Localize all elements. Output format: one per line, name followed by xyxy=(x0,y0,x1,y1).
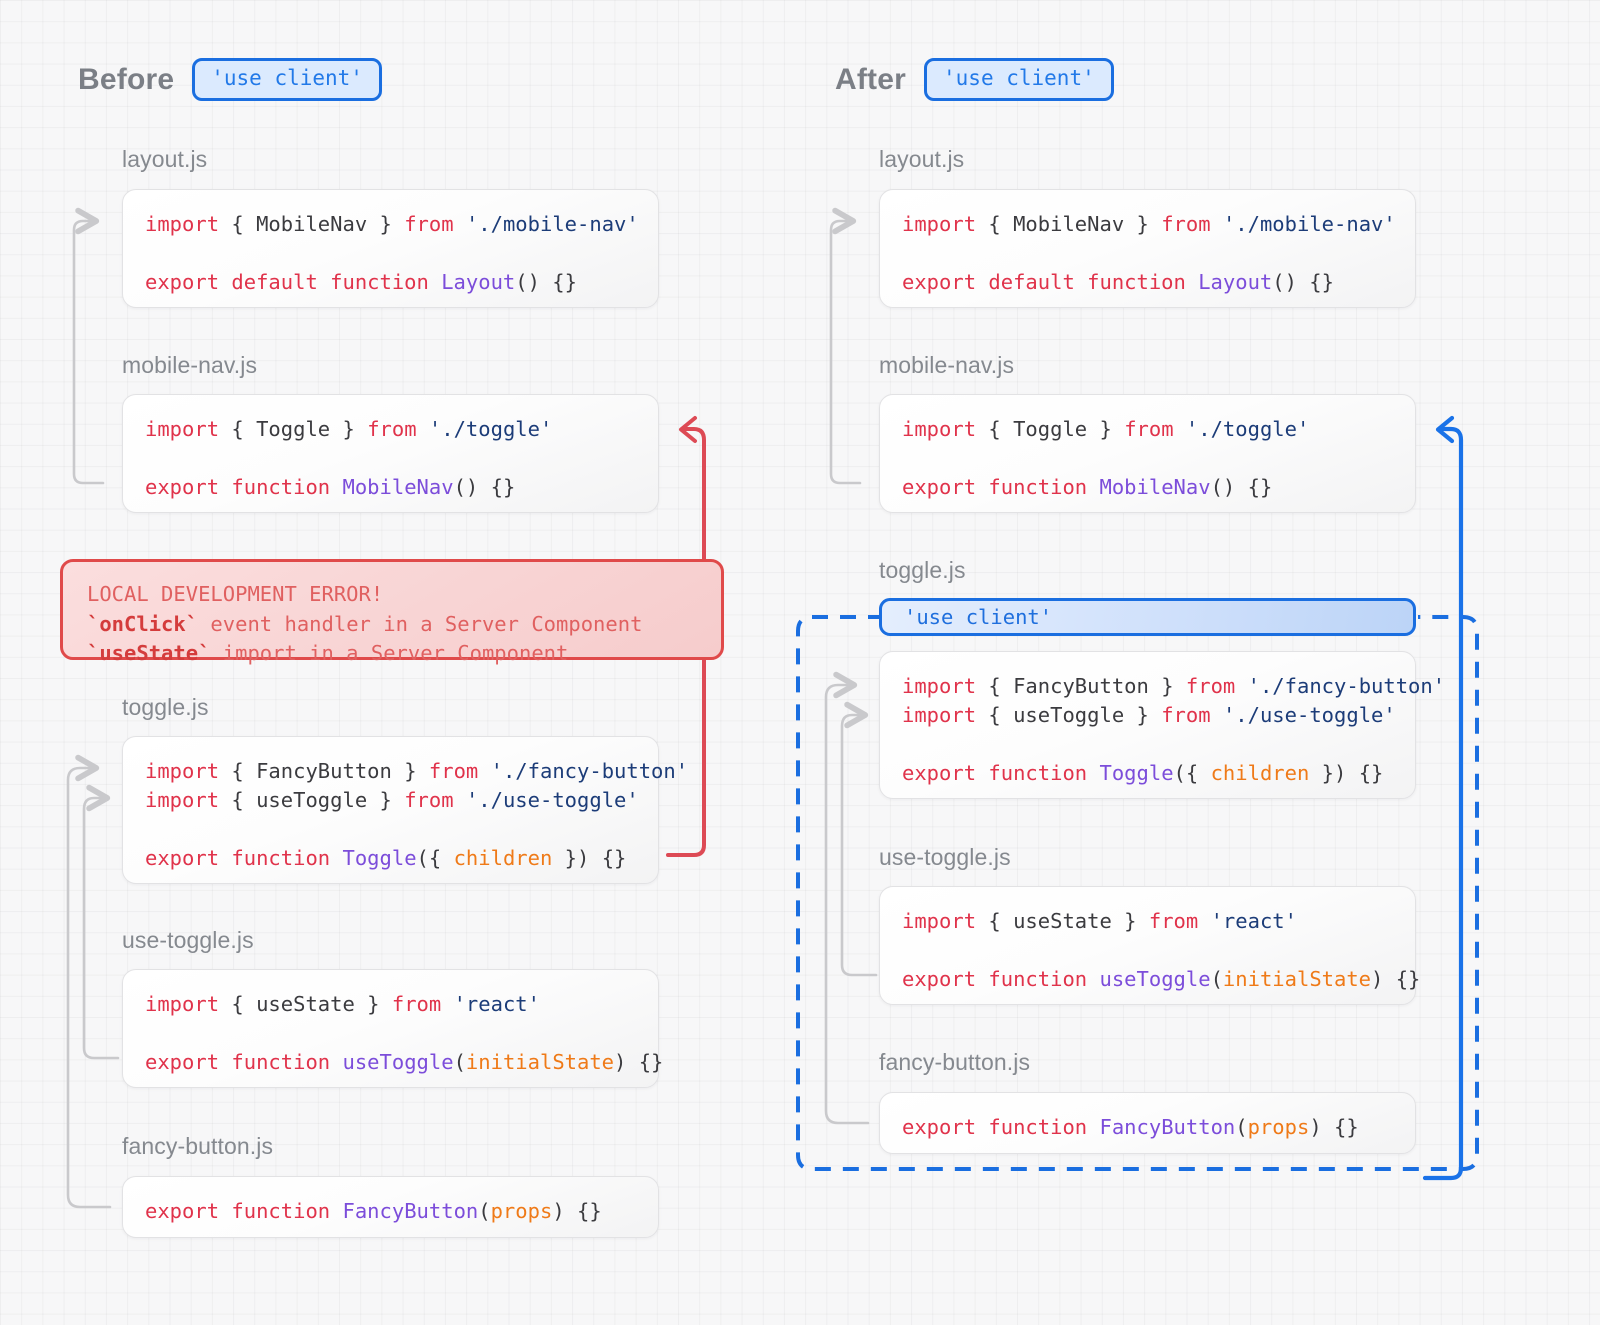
before-header: Before 'use client' xyxy=(78,58,382,101)
error-text: LOCAL DEVELOPMENT ERROR! `onClick` event … xyxy=(87,580,697,669)
code-card-fancy-button-before: export function FancyButton(props) {} xyxy=(122,1176,659,1238)
connector-right-toggle-usetoggle xyxy=(840,701,878,977)
file-label-toggle-after: toggle.js xyxy=(879,557,966,583)
code-block: export function FancyButton(props) {} xyxy=(902,1115,1359,1139)
client-import-arrow-blue xyxy=(1422,415,1464,1181)
code-card-fancy-button-after: export function FancyButton(props) {} xyxy=(879,1092,1416,1154)
after-title: After xyxy=(835,62,907,96)
file-label-use-toggle-before: use-toggle.js xyxy=(122,927,254,953)
file-label-toggle-before: toggle.js xyxy=(122,694,209,720)
before-title: Before xyxy=(78,62,175,96)
code-card-mobile-nav-after: import { Toggle } from './toggle'export … xyxy=(879,394,1416,513)
code-block: import { MobileNav } from './mobile-nav'… xyxy=(145,212,639,294)
code-block: import { useState } from 'react'export f… xyxy=(145,992,664,1074)
error-line-3: `useState` import in a Server Component xyxy=(87,641,569,665)
code-block: import { MobileNav } from './mobile-nav'… xyxy=(902,212,1396,294)
file-label-fancy-button-after: fancy-button.js xyxy=(879,1049,1031,1075)
file-label-layout-after: layout.js xyxy=(879,146,965,172)
code-card-layout-after: import { MobileNav } from './mobile-nav'… xyxy=(879,189,1416,308)
file-label-use-toggle-after: use-toggle.js xyxy=(879,844,1011,870)
code-card-use-toggle-before: import { useState } from 'react'export f… xyxy=(122,969,664,1088)
file-label-mobile-nav-after: mobile-nav.js xyxy=(879,352,1015,378)
code-block: import { FancyButton } from './fancy-but… xyxy=(902,674,1446,785)
file-label-fancy-button-before: fancy-button.js xyxy=(122,1133,274,1159)
file-label-mobile-nav-before: mobile-nav.js xyxy=(122,352,258,378)
code-card-use-toggle-after: import { useState } from 'react'export f… xyxy=(879,886,1421,1005)
code-block: import { FancyButton } from './fancy-but… xyxy=(145,759,689,870)
code-card-toggle-after: import { FancyButton } from './fancy-but… xyxy=(879,651,1446,799)
connector-left-layout xyxy=(72,207,105,485)
use-client-directive-banner: 'use client' xyxy=(879,598,1416,636)
connector-left-toggle-usetoggle xyxy=(82,784,120,1060)
after-header: After 'use client' xyxy=(835,58,1114,101)
error-heading: LOCAL DEVELOPMENT ERROR! xyxy=(87,582,384,606)
code-block: import { Toggle } from './toggle'export … xyxy=(902,417,1310,499)
error-line-2: `onClick` event handler in a Server Comp… xyxy=(87,611,643,636)
connector-right-toggle-fancybutton xyxy=(824,671,870,1125)
code-card-toggle-before: import { FancyButton } from './fancy-but… xyxy=(122,736,689,884)
connector-right-layout xyxy=(829,207,862,485)
connector-left-toggle-fancybutton xyxy=(66,754,112,1209)
use-client-directive-text: 'use client' xyxy=(904,604,1053,629)
local-development-error-box: LOCAL DEVELOPMENT ERROR! `onClick` event … xyxy=(60,559,724,665)
code-block: import { useState } from 'react'export f… xyxy=(902,909,1421,991)
before-use-client-badge: 'use client' xyxy=(192,58,382,101)
code-block: import { Toggle } from './toggle'export … xyxy=(145,417,553,499)
code-card-layout-before: import { MobileNav } from './mobile-nav'… xyxy=(122,189,659,308)
code-block: export function FancyButton(props) {} xyxy=(145,1199,602,1223)
after-use-client-badge: 'use client' xyxy=(924,58,1114,101)
file-label-layout-before: layout.js xyxy=(122,146,208,172)
code-card-mobile-nav-before: import { Toggle } from './toggle'export … xyxy=(122,394,659,513)
